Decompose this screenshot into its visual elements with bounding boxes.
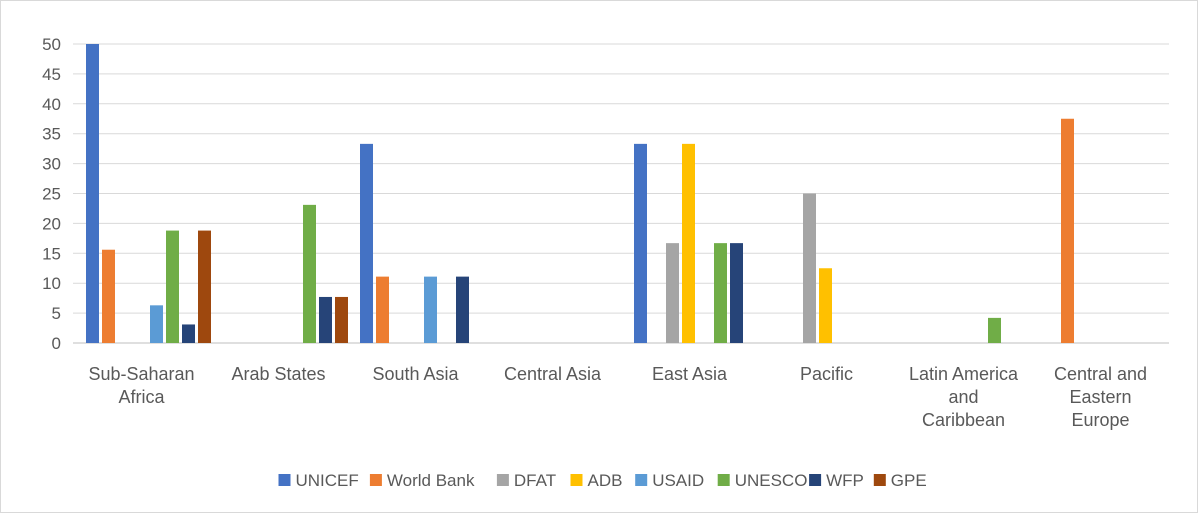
y-tick-label: 30: [42, 155, 61, 174]
category-label: South Asia: [372, 364, 459, 384]
bar-usaid: [150, 305, 163, 343]
category-label: Central Asia: [504, 364, 602, 384]
y-tick-label: 0: [52, 334, 61, 353]
bar-gpe: [335, 296, 348, 343]
bar-world-bank: [1061, 118, 1074, 343]
category-label: Pacific: [800, 364, 853, 384]
category-label-line: Central and: [1054, 364, 1147, 384]
bar-unesco: [714, 243, 727, 343]
category-label: Arab States: [231, 364, 325, 384]
bar-gpe: [198, 230, 211, 343]
category-label-line: Sub-Saharan: [88, 364, 194, 384]
y-tick-label: 5: [52, 304, 61, 323]
category-label-line: Africa: [118, 387, 165, 407]
category-label-line: Eastern: [1069, 387, 1131, 407]
y-tick-label: 35: [42, 125, 61, 144]
legend-label: UNESCO: [735, 471, 808, 490]
bar-dfat: [666, 243, 679, 343]
legend-label: ADB: [588, 471, 623, 490]
y-tick-label: 10: [42, 274, 61, 293]
y-axis: 0 5 10 15 20 25 30 35 40 45 50: [42, 35, 61, 353]
legend-label: WFP: [826, 471, 864, 490]
y-tick-label: 50: [42, 35, 61, 54]
legend-label: World Bank: [387, 471, 475, 490]
bar-wfp: [456, 276, 469, 343]
legend-label: DFAT: [514, 471, 556, 490]
gridlines: [73, 43, 1169, 344]
legend-swatch: [635, 474, 648, 486]
bar-unesco: [988, 317, 1001, 343]
bar-adb: [682, 143, 695, 343]
legend: UNICEF World Bank DFAT ADB USAID UNESCO WFP GPE: [278, 471, 927, 490]
category-label-line: Arab States: [231, 364, 325, 384]
legend-swatch: [717, 474, 730, 486]
legend-item-dfat: DFAT: [496, 471, 556, 490]
category-label-line: and: [948, 387, 978, 407]
category-label-line: East Asia: [652, 364, 728, 384]
legend-swatch: [570, 474, 583, 486]
legend-item-gpe: GPE: [873, 471, 927, 490]
y-tick-label: 15: [42, 244, 61, 263]
bar-wfp: [319, 296, 332, 343]
legend-item-usaid: USAID: [635, 471, 704, 490]
bar-unesco: [303, 204, 316, 343]
legend-item-adb: ADB: [570, 471, 623, 490]
bar-unicef: [634, 143, 647, 343]
bar-wfp: [182, 324, 195, 343]
bar-dfat: [803, 193, 816, 343]
bar-usaid: [424, 276, 437, 343]
bar-world-bank: [376, 276, 389, 343]
category-label: East Asia: [652, 364, 728, 384]
bar-unesco: [166, 230, 179, 343]
category-label-line: South Asia: [372, 364, 459, 384]
legend-item-unesco: UNESCO: [717, 471, 808, 490]
legend-item-wfp: WFP: [809, 471, 864, 490]
legend-swatch: [496, 474, 509, 486]
bar-unicef: [86, 44, 99, 343]
category-label-line: Central Asia: [504, 364, 602, 384]
category-label-line: Europe: [1071, 410, 1129, 430]
legend-label: GPE: [891, 471, 927, 490]
y-tick-label: 25: [42, 185, 61, 204]
bar-wfp: [730, 243, 743, 343]
bar-unicef: [360, 143, 373, 343]
y-tick-label: 40: [42, 95, 61, 114]
bar-world-bank: [102, 249, 115, 343]
legend-label: UNICEF: [296, 471, 359, 490]
legend-swatch: [873, 474, 886, 486]
legend-label: USAID: [652, 471, 704, 490]
bar-adb: [819, 268, 832, 343]
legend-swatch: [369, 474, 382, 486]
legend-swatch: [278, 474, 291, 486]
y-tick-label: 45: [42, 65, 61, 84]
category-label-line: Caribbean: [922, 410, 1005, 430]
bars: [86, 44, 1074, 343]
legend-swatch: [809, 474, 822, 486]
y-tick-label: 20: [42, 214, 61, 233]
legend-item-world-bank: World Bank: [369, 471, 475, 490]
legend-item-unicef: UNICEF: [278, 471, 359, 490]
category-label-line: Latin America: [909, 364, 1019, 384]
category-label-line: Pacific: [800, 364, 853, 384]
